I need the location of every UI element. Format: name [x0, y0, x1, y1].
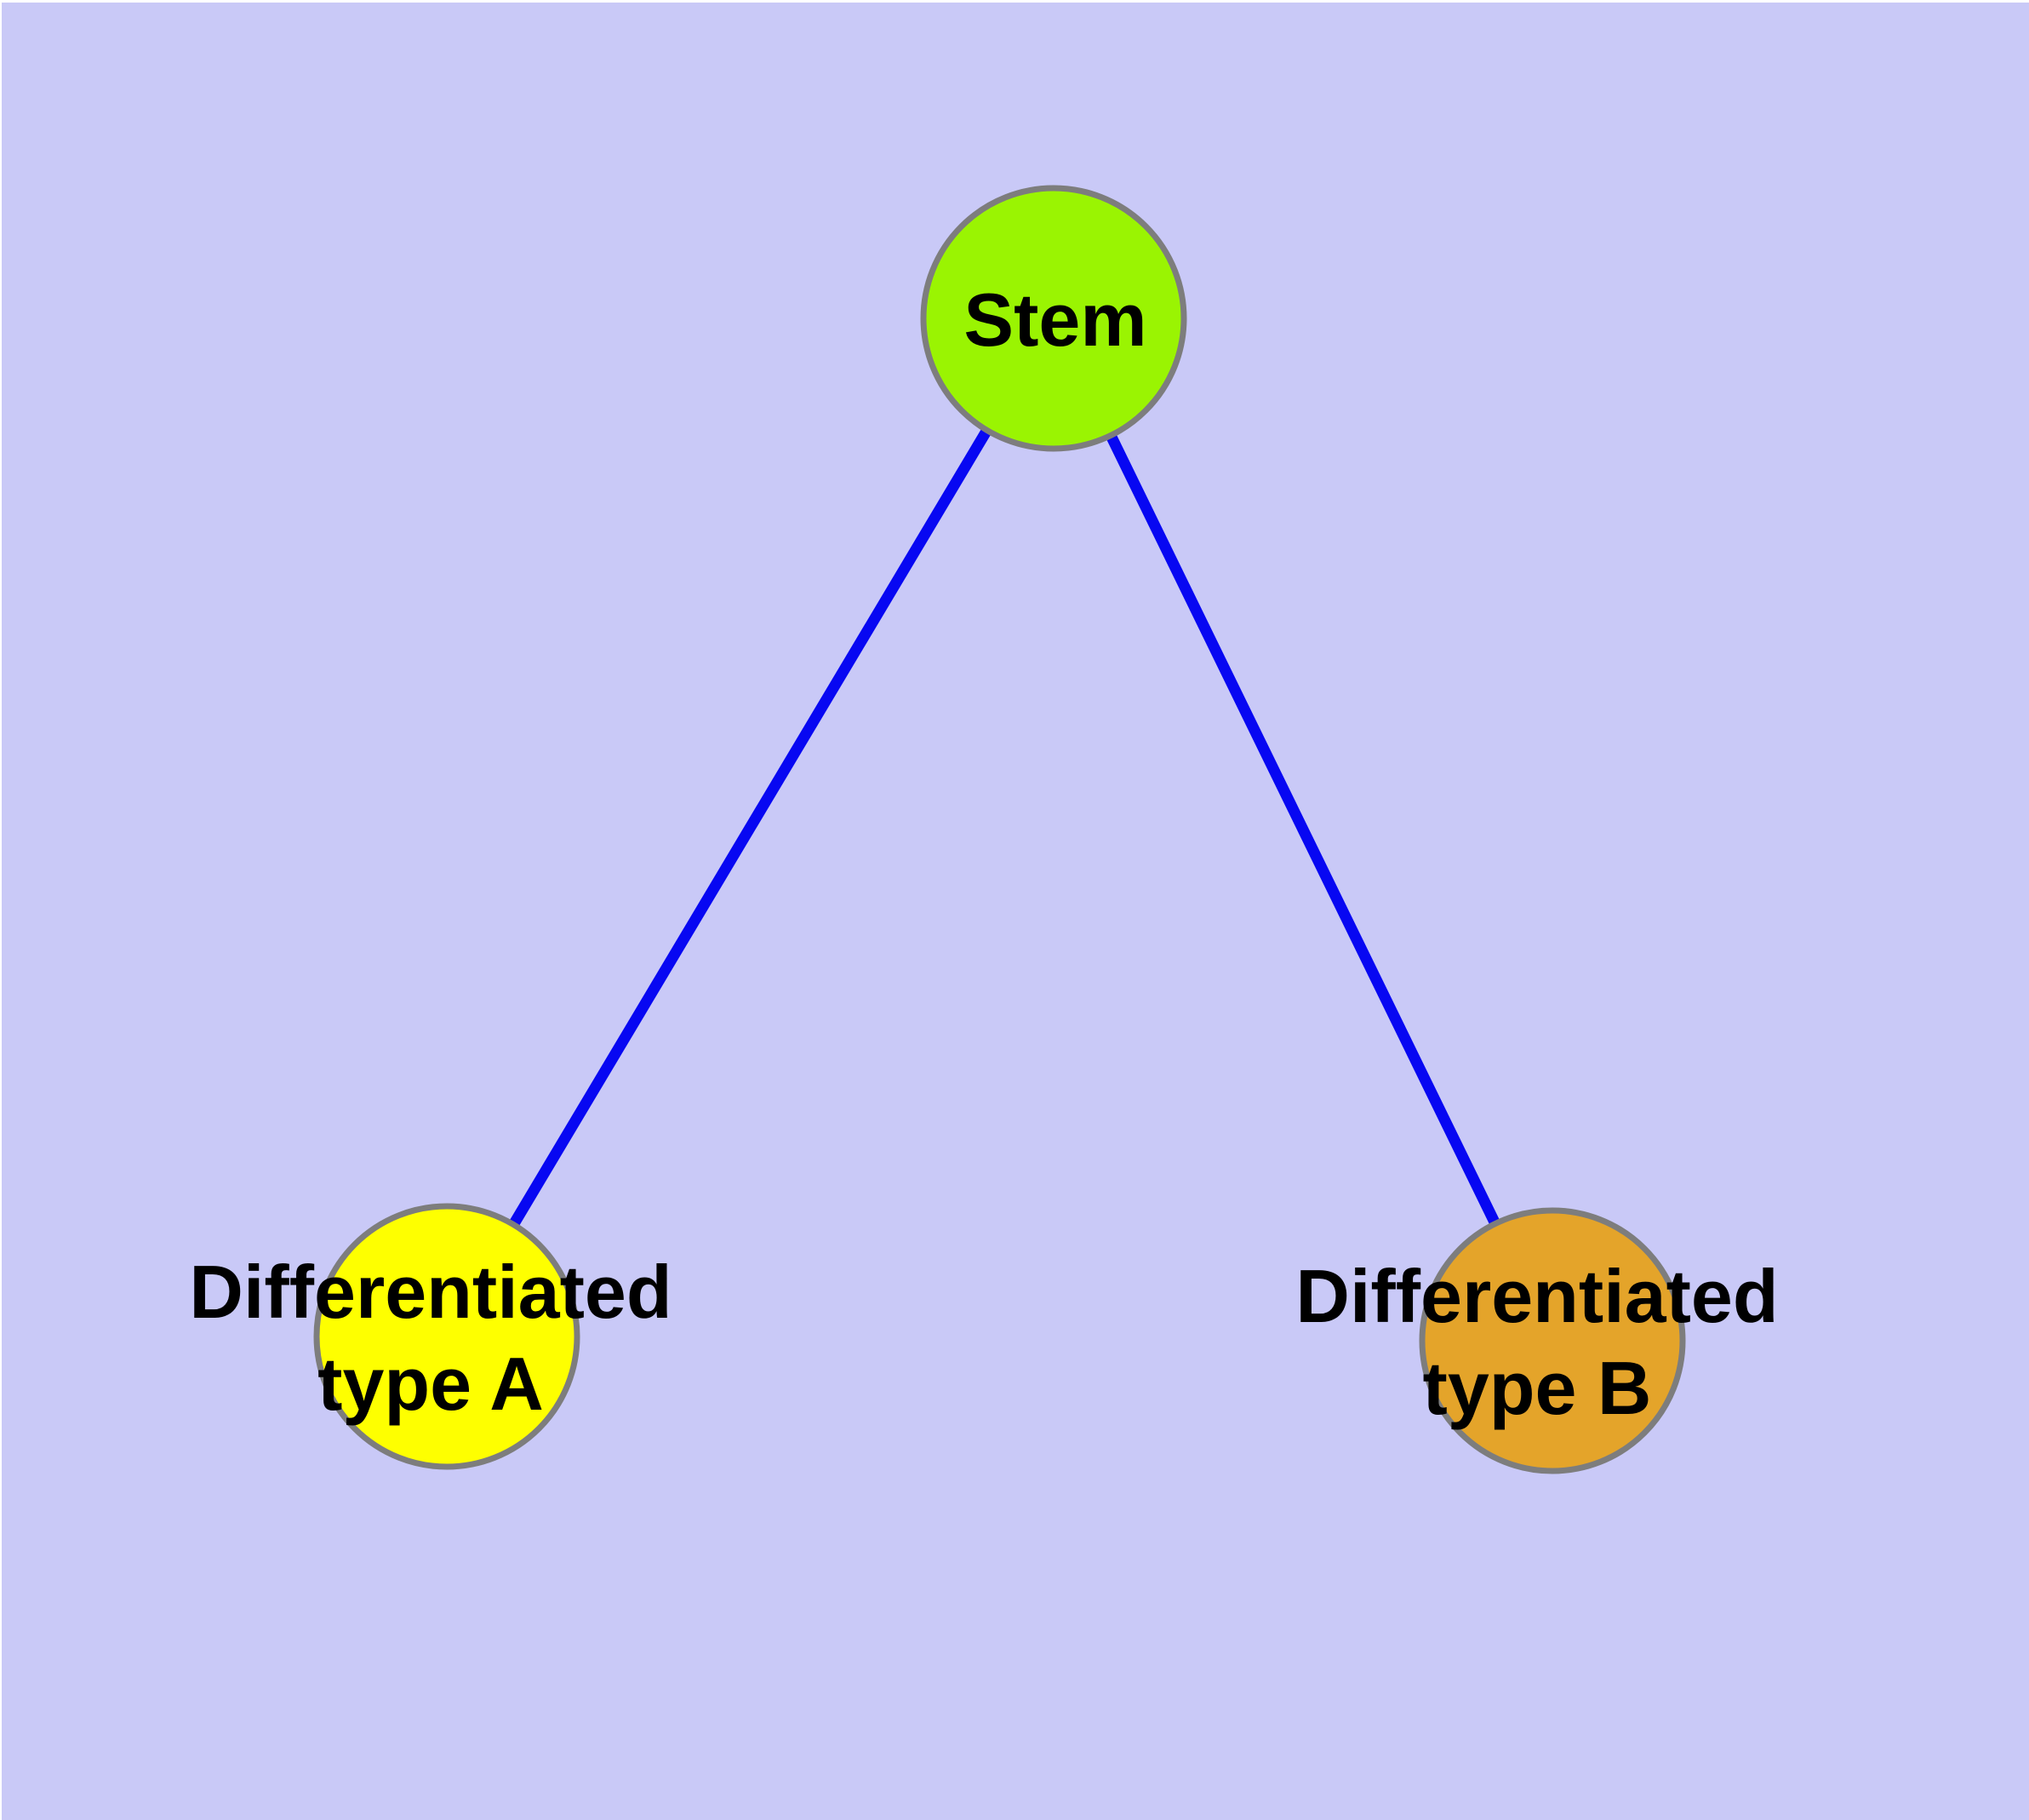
stem-node-label: Stem: [963, 278, 1146, 362]
type-a-label-line1: Differentiated: [189, 1250, 672, 1334]
differentiated-type-b-node: [1419, 1207, 1686, 1474]
differentiated-type-a-node: [313, 1203, 580, 1470]
stem-node: [920, 185, 1187, 452]
edge-stem-to-type-b: [1049, 316, 1557, 1343]
type-a-label-line2: type A: [317, 1342, 544, 1426]
type-b-label-line1: Differentiated: [1295, 1254, 1778, 1338]
type-b-label-line2: type B: [1423, 1346, 1652, 1430]
edge-stem-to-type-a: [442, 315, 1059, 1340]
